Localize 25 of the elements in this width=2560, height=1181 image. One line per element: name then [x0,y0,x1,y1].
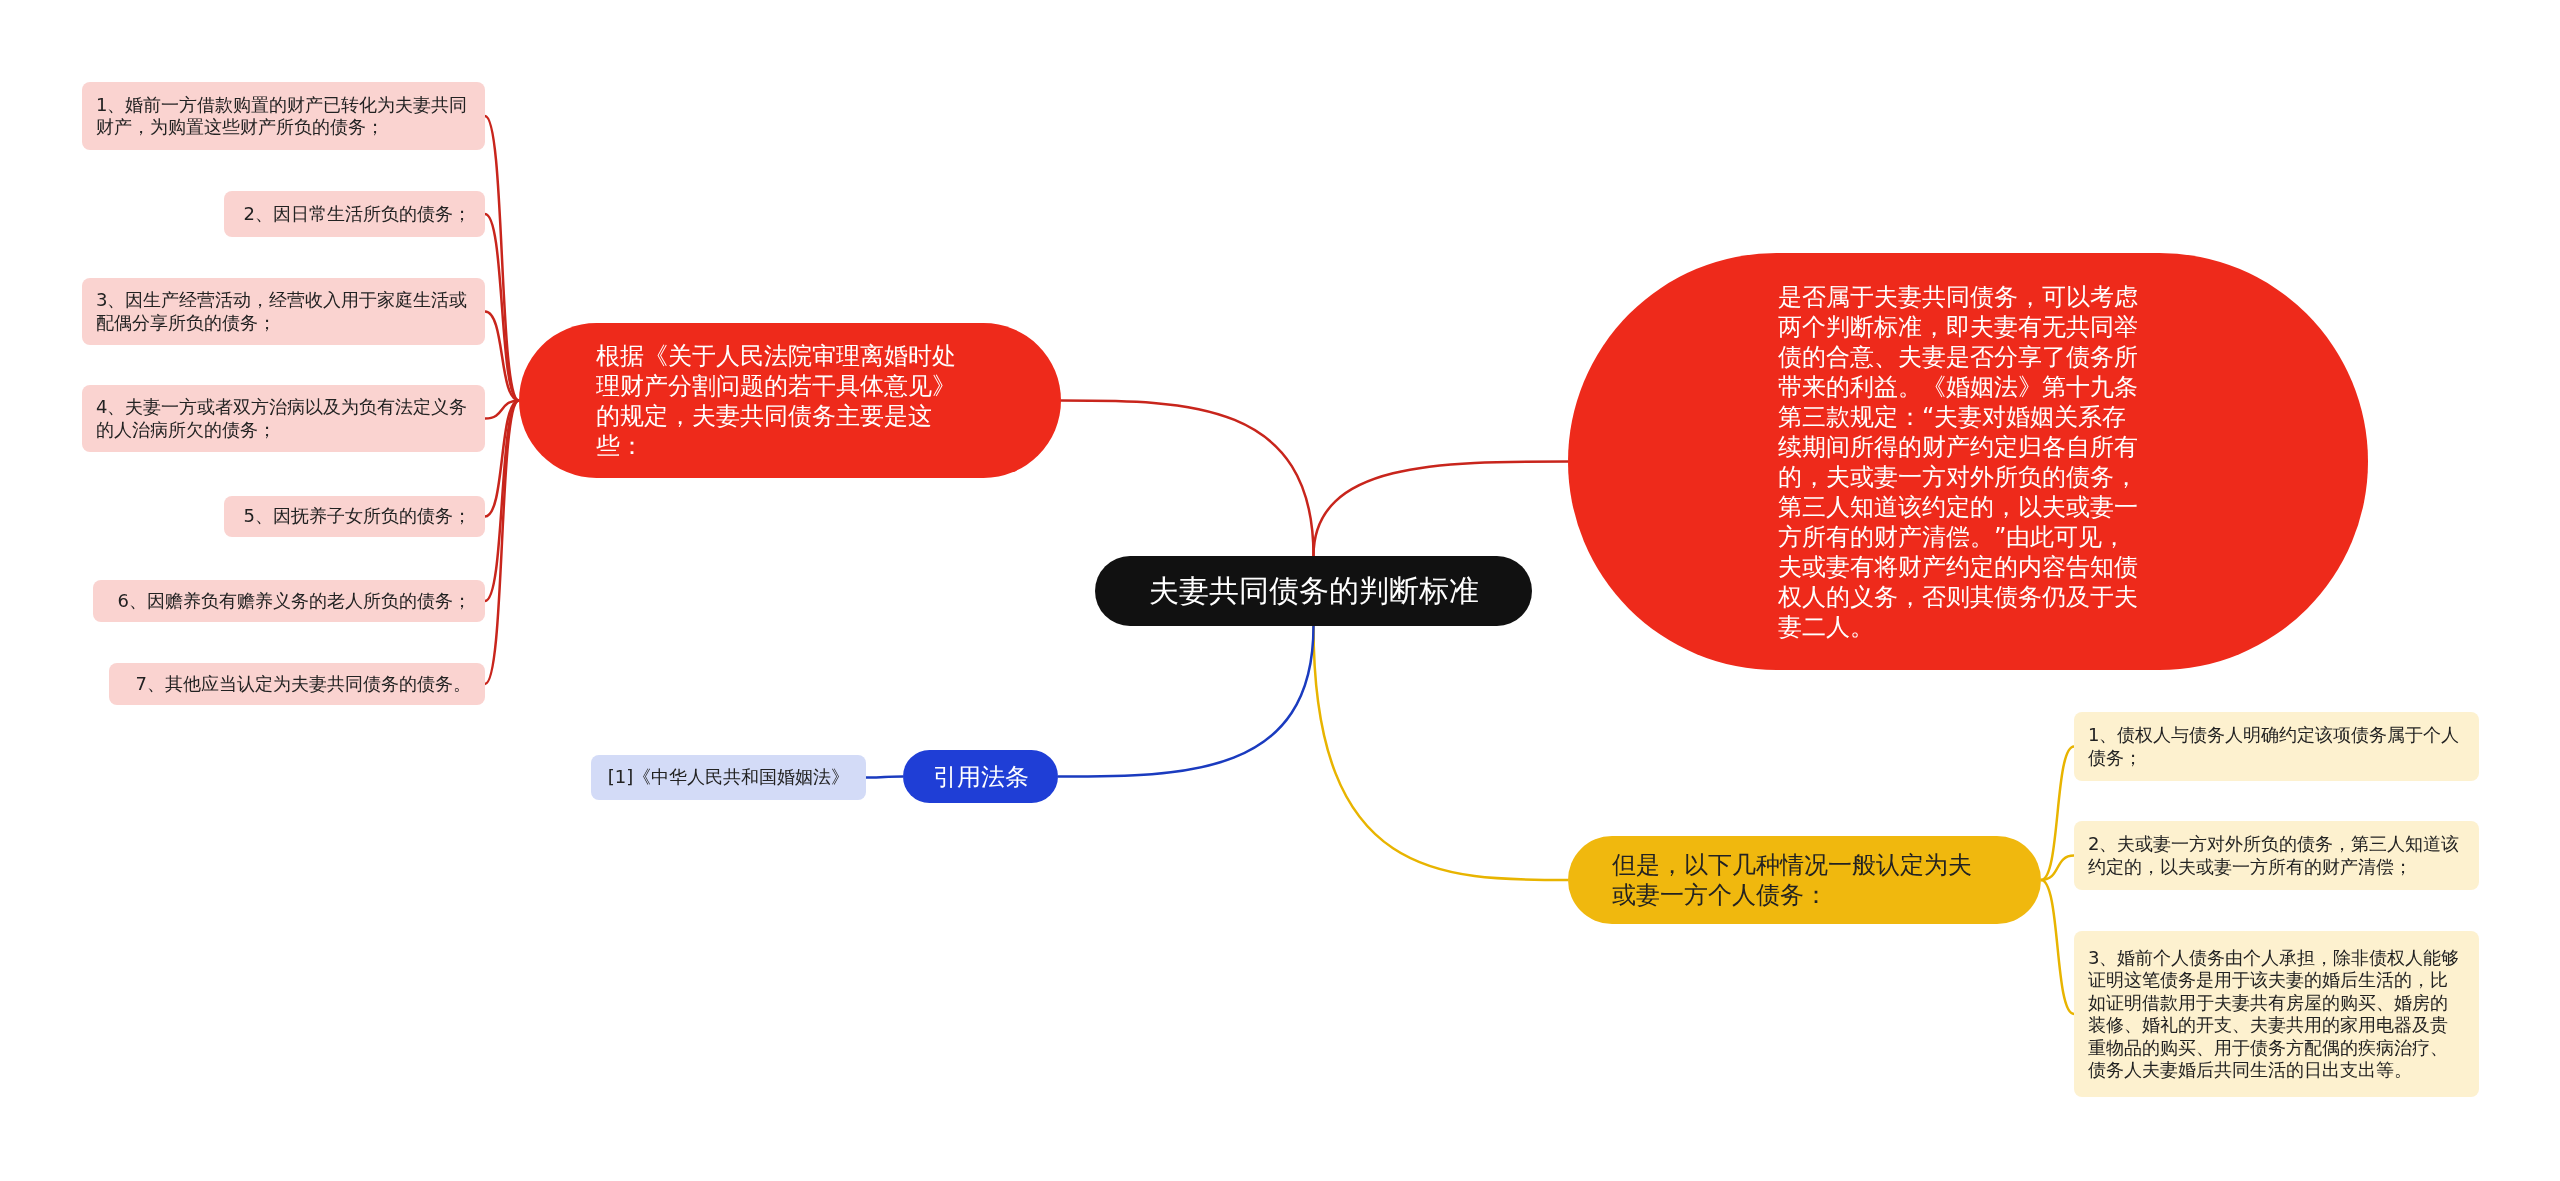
topic-pill: 是否属于夫妻共同债务，可以考虑两个判断标准，即夫妻有无共同举债的合意、夫妻是否分享了债务所带来的利益。《婚姻法》第十九条第三款规定：“夫妻对婚姻关系存续期间所得的财产约定归各自所有的，夫或妻一方对外所负的债务，第三人知道该约定的，以夫或妻一方所有的财产清偿。”由此可见，夫或妻有将财产约定的内容告知债权人的义务，否则其债务仍及于夫妻二人。 [1568,253,2368,670]
item-card: 3、因生产经营活动，经营收入用于家庭生活或配偶分享所负的债务； [82,278,485,345]
connector [1312,460,1568,557]
connector [484,213,520,402]
connector [1058,625,1315,778]
item-card: 4、夫妻一方或者双方治病以及为负有法定义务的人治病所欠的债务； [82,385,485,452]
connector [484,310,520,402]
item-card: 2、因日常生活所负的债务； [224,191,485,237]
item-card: 3、婚前个人债务由个人承担，除非债权人能够证明这笔债务是用于该夫妻的婚后生活的，比如证明借款用于夫妻共有房屋的购买、婚房的装修、婚礼的开支、夫妻共用的家用电器及贵重物品的购买、用于债务方配偶的疾病治疗、债务人夫妻婚后共同生活的日出支出等。 [2074,931,2479,1097]
item-card: 1、婚前一方借款购置的财产已转化为夫妻共同财产，为购置这些财产所负的债务； [82,82,485,150]
connector [484,115,520,402]
connector [484,399,520,602]
topic-pill: 但是，以下几种情况一般认定为夫或妻一方个人债务： [1568,836,2041,924]
connector [2040,878,2075,1016]
connector [2040,745,2075,882]
connector [484,399,520,685]
topic-pill: 根据《关于人民法院审理离婚时处理财产分割问题的若干具体意见》的规定，夫妻共同债务主要是这些： [519,323,1061,478]
central-topic: 夫妻共同债务的判断标准 [1095,556,1532,626]
item-card: 1、债权人与债务人明确约定该项债务属于个人债务； [2074,712,2479,781]
item-card: 5、因抚养子女所负的债务； [224,496,485,537]
item-card: 2、夫或妻一方对外所负的债务，第三人知道该约定的，以夫或妻一方所有的财产清偿； [2074,821,2479,890]
item-card: 6、因赡养负有赡养义务的老人所负的债务； [93,580,485,622]
topic-pill: 引用法条 [903,750,1058,803]
item-card: 7、其他应当认定为夫妻共同债务的债务。 [109,663,485,705]
item-card: [1]《中华人民共和国婚姻法》 [591,755,866,800]
